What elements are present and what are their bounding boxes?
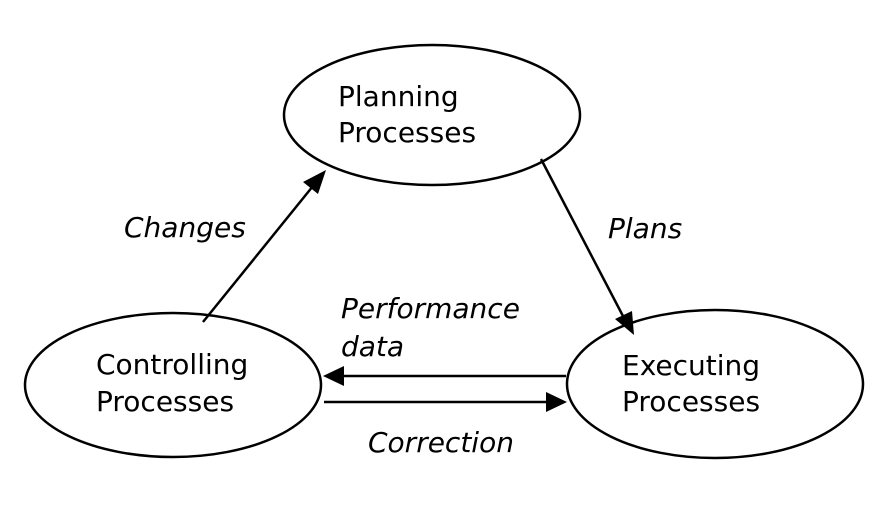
performance-label-line1: Performance — [341, 292, 520, 325]
controlling-ellipse — [23, 311, 323, 459]
changes-label: Changes — [124, 211, 246, 244]
executing-label-line2: Processes — [622, 385, 760, 418]
correction-label: Correction — [368, 426, 514, 459]
executing-processes-node: Executing Processes — [565, 308, 865, 460]
planning-processes-node: Planning Processes — [282, 43, 582, 187]
executing-label-line1: Executing — [622, 349, 760, 382]
performance-label-line2: data — [341, 330, 404, 363]
changes-arrow-line — [202, 185, 314, 323]
changes-arrowhead — [303, 170, 326, 194]
correction-arrowhead — [546, 392, 567, 412]
controlling-processes-node: Controlling Processes — [23, 311, 323, 459]
changes-arrow — [202, 170, 326, 323]
performance-data-arrow — [323, 366, 566, 386]
planning-label-line1: Planning — [338, 80, 459, 113]
performance-arrowhead — [323, 366, 344, 386]
plans-arrow — [539, 158, 634, 335]
controlling-label-line2: Processes — [96, 385, 234, 418]
plans-label: Plans — [608, 212, 682, 245]
executing-ellipse — [565, 308, 865, 460]
correction-arrow — [324, 392, 567, 412]
planning-ellipse — [282, 43, 582, 187]
plans-arrow-line — [539, 158, 626, 319]
plans-arrowhead — [615, 311, 634, 335]
controlling-label-line1: Controlling — [96, 348, 248, 381]
planning-label-line2: Processes — [338, 116, 476, 149]
